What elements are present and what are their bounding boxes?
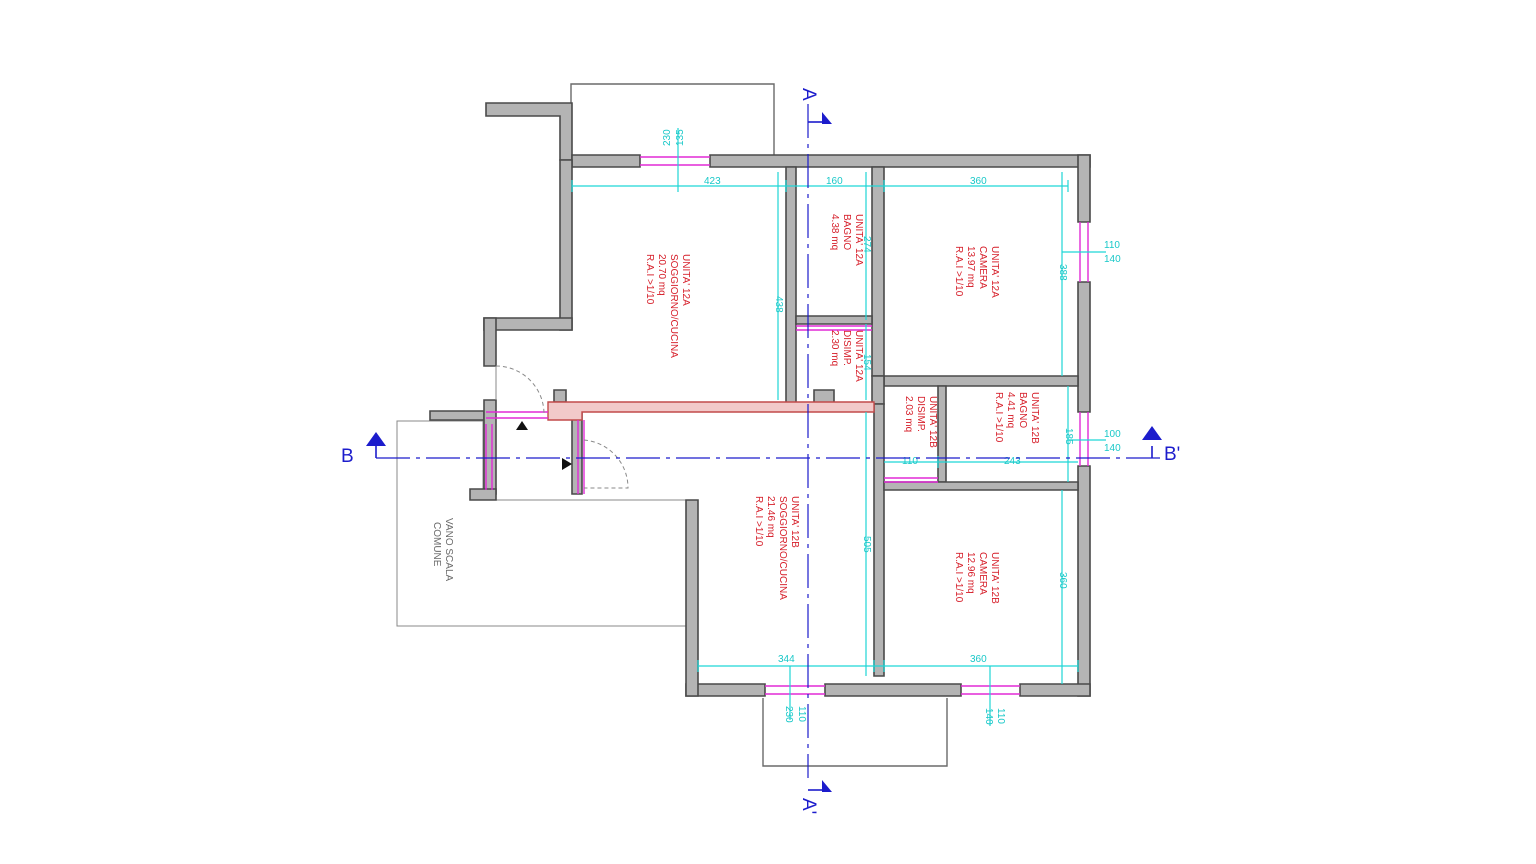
room-label-12a-bedroom: UNITA' 12A CAMERA 13.97 mq R.A.I >1/10	[953, 246, 1000, 298]
dim-bot-360: 360	[970, 654, 987, 665]
svg-text:CAMERA: CAMERA	[977, 246, 988, 289]
dim-top-423: 423	[704, 176, 721, 187]
svg-text:4.41 mq: 4.41 mq	[1005, 392, 1016, 428]
dim-h-505: 505	[861, 536, 872, 553]
dim-win-top-135: 135	[675, 129, 686, 146]
dimension-lines	[571, 128, 1106, 726]
room-label-12b-disimp: UNITA' 12B DISIMP. 2.03 mq	[903, 396, 938, 448]
dim-win-bot-230: 230	[783, 706, 794, 723]
dim-h-274: 274	[861, 236, 872, 253]
svg-text:UNITA' 12B: UNITA' 12B	[927, 396, 938, 448]
svg-text:R.A.I >1/10: R.A.I >1/10	[753, 496, 764, 547]
svg-text:UNITA' 12A: UNITA' 12A	[989, 246, 1000, 298]
dim-h-185: 185	[1063, 428, 1074, 445]
room-label-stairwell: VANO SCALA COMUNE	[431, 518, 454, 581]
walls	[469, 102, 1091, 697]
svg-text:BAGNO: BAGNO	[841, 214, 852, 250]
svg-text:UNITA' 12A: UNITA' 12A	[680, 254, 691, 306]
svg-text:SOGGIORNO/CUCINA: SOGGIORNO/CUCINA	[777, 496, 788, 600]
svg-text:UNITA' 12A: UNITA' 12A	[853, 214, 864, 266]
dim-win-bot2-140: 140	[983, 708, 994, 725]
room-label-12b-bedroom: UNITA' 12B CAMERA 12.96 mq R.A.I >1/10	[953, 552, 1000, 604]
room-label-12a-bath: UNITA' 12A BAGNO 4.38 mq	[829, 214, 864, 266]
svg-text:R.A.I >1/10: R.A.I >1/10	[993, 392, 1004, 443]
svg-text:UNITA' 12B: UNITA' 12B	[1029, 392, 1040, 444]
dim-win-top-230: 230	[662, 129, 673, 146]
room-label-12a-disimp: UNITA' 12A DISIMP. 2.30 mq	[829, 330, 864, 382]
section-a-bottom-label: A'	[798, 798, 819, 814]
dimension-labels: 423 160 360 135 230 438 274 154 388 110 …	[662, 129, 1121, 725]
dim-win-right2-140: 140	[1104, 443, 1121, 454]
dim-win-right2-100: 100	[1104, 429, 1121, 440]
svg-text:BAGNO: BAGNO	[1017, 392, 1028, 428]
dim-mid-110: 110	[902, 456, 918, 467]
section-a-top-label: A	[798, 88, 819, 101]
section-a-top-arrow-icon	[822, 112, 832, 124]
svg-text:DISIMP.: DISIMP.	[915, 396, 926, 432]
section-b-right-arrow-icon	[1142, 426, 1162, 440]
dim-bot-344: 344	[778, 654, 795, 665]
dim-h-388: 388	[1057, 264, 1068, 281]
svg-text:UNITA' 12A: UNITA' 12A	[853, 330, 864, 382]
section-b-right-label: B'	[1164, 444, 1180, 465]
balcony-bottom	[762, 698, 948, 767]
svg-text:13.97 mq: 13.97 mq	[965, 246, 976, 288]
dim-mid-243: 243	[1004, 456, 1021, 467]
stairwell-outline	[396, 410, 687, 627]
svg-text:SOGGIORNO/CUCINA: SOGGIORNO/CUCINA	[668, 254, 679, 358]
section-b-left-arrow-icon	[366, 432, 386, 446]
dim-win-bot-110: 110	[796, 706, 807, 722]
room-label-12a-living: UNITA' 12A SOGGIORNO/CUCINA 20.70 mq R.A…	[644, 254, 691, 358]
svg-text:R.A.I >1/10: R.A.I >1/10	[644, 254, 655, 305]
svg-text:COMUNE: COMUNE	[431, 522, 442, 567]
svg-text:20.70 mq: 20.70 mq	[656, 254, 667, 296]
dim-h-360: 360	[1057, 572, 1068, 589]
svg-text:2.30 mq: 2.30 mq	[829, 330, 840, 366]
entry-arrow-markers	[516, 421, 572, 470]
svg-text:21.46 mq: 21.46 mq	[765, 496, 776, 538]
dim-h-438: 438	[773, 296, 784, 313]
section-b-left-label: B	[341, 446, 354, 467]
svg-text:4.38 mq: 4.38 mq	[829, 214, 840, 250]
new-partition-wall	[547, 401, 875, 421]
dim-win-right-110: 110	[1104, 240, 1120, 251]
dim-h-154: 154	[861, 354, 872, 371]
section-a-bottom-arrow-icon	[822, 780, 832, 792]
dim-top-360: 360	[970, 176, 987, 187]
room-label-12b-living: UNITA' 12B SOGGIORNO/CUCINA 21.46 mq R.A…	[753, 496, 800, 600]
section-line-b: B B'	[341, 426, 1180, 467]
dim-win-right-140: 140	[1104, 254, 1121, 265]
svg-text:2.03 mq: 2.03 mq	[903, 396, 914, 432]
svg-text:DISIMP.: DISIMP.	[841, 330, 852, 366]
svg-text:VANO SCALA: VANO SCALA	[443, 518, 454, 581]
svg-text:CAMERA: CAMERA	[977, 552, 988, 595]
dim-win-bot2-110: 110	[995, 708, 1006, 724]
svg-text:12.96 mq: 12.96 mq	[965, 552, 976, 594]
svg-text:R.A.I >1/10: R.A.I >1/10	[953, 246, 964, 297]
dim-top-160: 160	[826, 176, 843, 187]
svg-text:R.A.I >1/10: R.A.I >1/10	[953, 552, 964, 603]
room-label-12b-bath: UNITA' 12B BAGNO 4.41 mq R.A.I >1/10	[993, 392, 1040, 444]
svg-text:UNITA' 12B: UNITA' 12B	[789, 496, 800, 548]
svg-text:UNITA' 12B: UNITA' 12B	[989, 552, 1000, 604]
section-line-a: A A'	[798, 88, 832, 814]
